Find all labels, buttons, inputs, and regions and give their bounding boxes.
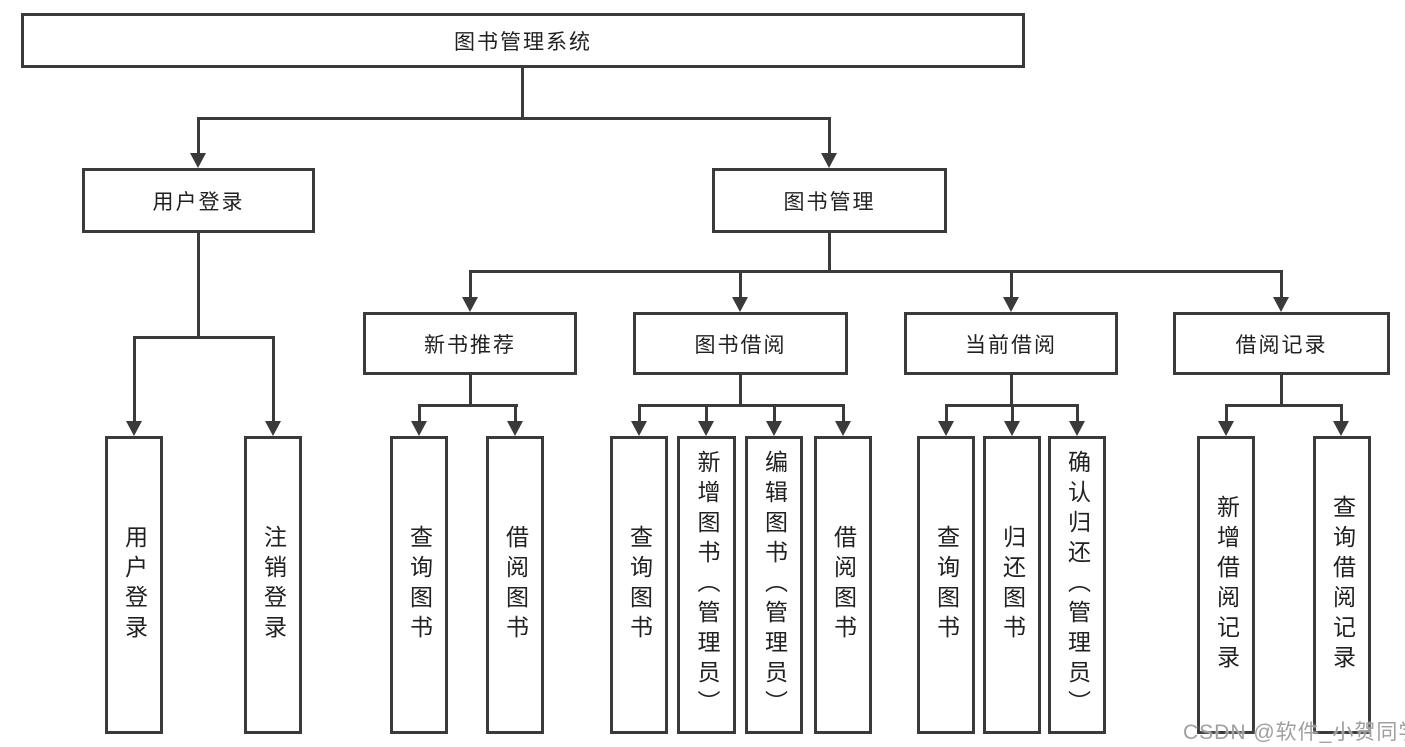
connector-line — [133, 336, 136, 424]
arrow-down-icon — [190, 153, 206, 168]
connector-line — [1010, 375, 1013, 407]
connector-line — [638, 404, 845, 407]
leaf-borrow-books-recommend-box: 借阅图书 — [486, 436, 544, 734]
arrow-down-icon — [631, 421, 647, 436]
leaf-logout-label: 注销登录 — [260, 525, 287, 645]
leaf-borrow-books-label: 借阅图书 — [830, 525, 857, 645]
arrow-down-icon — [698, 421, 714, 436]
leaf-user-login-box: 用户登录 — [105, 436, 163, 734]
connector-line — [133, 336, 275, 339]
leaf-borrow-books-box: 借阅图书 — [814, 436, 872, 734]
arrow-down-icon — [126, 421, 142, 436]
connector-line — [1076, 404, 1079, 426]
current-borrow-box: 当前借阅 — [904, 312, 1118, 375]
leaf-add-borrow-record-label: 新增借阅记录 — [1213, 495, 1240, 675]
connector-line — [945, 404, 948, 426]
arrow-down-icon — [1218, 421, 1234, 436]
user-login-label: 用户登录 — [152, 190, 245, 214]
connector-line — [739, 375, 742, 407]
leaf-add-borrow-record-box: 新增借阅记录 — [1197, 436, 1255, 734]
connector-line — [773, 404, 776, 426]
connector-line — [272, 336, 275, 424]
arrow-down-icon — [507, 421, 523, 436]
leaf-edit-books-admin-box: 编辑图书（管理员） — [745, 436, 803, 734]
system-root-label: 图书管理系统 — [454, 30, 592, 54]
connector-line — [1010, 270, 1013, 300]
connector-line — [197, 117, 831, 120]
leaf-add-books-admin-label: 新增图书（管理员） — [694, 450, 720, 720]
leaf-query-books-recommend-box: 查询图书 — [390, 436, 448, 734]
arrow-down-icon — [766, 421, 782, 436]
book-management-label: 图书管理 — [783, 190, 876, 214]
connector-line — [1225, 404, 1228, 426]
connector-line — [469, 270, 472, 300]
leaf-edit-books-admin-label: 编辑图书（管理员） — [761, 450, 788, 720]
leaf-query-books-borrow-label: 查询图书 — [626, 525, 653, 645]
leaf-query-borrow-record-box: 查询借阅记录 — [1313, 436, 1371, 734]
arrow-down-icon — [1003, 297, 1019, 312]
connector-line — [514, 404, 517, 426]
arrow-down-icon — [1004, 421, 1020, 436]
connector-line — [638, 404, 641, 426]
borrow-record-label: 借阅记录 — [1235, 333, 1328, 357]
new-book-recommend-box: 新书推荐 — [363, 312, 577, 375]
arrow-down-icon — [821, 153, 837, 168]
connector-line — [828, 233, 831, 273]
leaf-borrow-books-recommend-label: 借阅图书 — [502, 525, 529, 645]
connector-line — [469, 270, 1283, 273]
system-root-box: 图书管理系统 — [21, 13, 1025, 68]
new-book-recommend-label: 新书推荐 — [424, 333, 516, 357]
connector-line — [197, 233, 200, 338]
connector-line — [1340, 404, 1343, 426]
connector-line — [705, 404, 708, 426]
arrow-down-icon — [1333, 421, 1349, 436]
arrow-down-icon — [1273, 297, 1289, 312]
connector-line — [521, 68, 524, 118]
connector-line — [418, 404, 518, 407]
leaf-add-books-admin-box: 新增图书（管理员） — [677, 436, 736, 734]
book-borrow-box: 图书借阅 — [633, 312, 848, 375]
arrow-down-icon — [732, 297, 748, 312]
leaf-query-books-current-box: 查询图书 — [917, 436, 975, 734]
leaf-query-books-recommend-label: 查询图书 — [406, 525, 433, 645]
leaf-return-books-box: 归还图书 — [983, 436, 1041, 734]
leaf-user-login-label: 用户登录 — [121, 525, 148, 645]
book-borrow-label: 图书借阅 — [694, 333, 787, 357]
borrow-record-box: 借阅记录 — [1173, 312, 1390, 375]
leaf-return-books-label: 归还图书 — [999, 525, 1026, 645]
arrow-down-icon — [265, 421, 281, 436]
arrow-down-icon — [411, 421, 427, 436]
user-login-box: 用户登录 — [82, 168, 315, 233]
arrow-down-icon — [938, 421, 954, 436]
arrow-down-icon — [462, 297, 478, 312]
current-borrow-label: 当前借阅 — [965, 333, 1057, 357]
connector-line — [1011, 404, 1014, 426]
connector-line — [197, 117, 200, 157]
leaf-logout-box: 注销登录 — [244, 436, 302, 734]
connector-line — [842, 404, 845, 426]
leaf-confirm-return-admin-box: 确认归还（管理员） — [1048, 436, 1106, 734]
connector-line — [828, 117, 831, 157]
arrow-down-icon — [1069, 421, 1085, 436]
leaf-query-borrow-record-label: 查询借阅记录 — [1329, 495, 1356, 675]
connector-line — [1225, 404, 1343, 407]
connector-line — [1280, 270, 1283, 300]
leaf-query-books-current-label: 查询图书 — [933, 525, 960, 645]
book-management-box: 图书管理 — [712, 168, 947, 233]
connector-line — [1280, 375, 1283, 407]
connector-line — [739, 270, 742, 300]
leaf-query-books-borrow-box: 查询图书 — [610, 436, 668, 734]
leaf-confirm-return-admin-label: 确认归还（管理员） — [1064, 450, 1091, 720]
connector-line — [469, 375, 472, 407]
arrow-down-icon — [835, 421, 851, 436]
connector-line — [418, 404, 421, 426]
watermark: CSDN @软件_小贺同学 — [1183, 721, 1405, 744]
